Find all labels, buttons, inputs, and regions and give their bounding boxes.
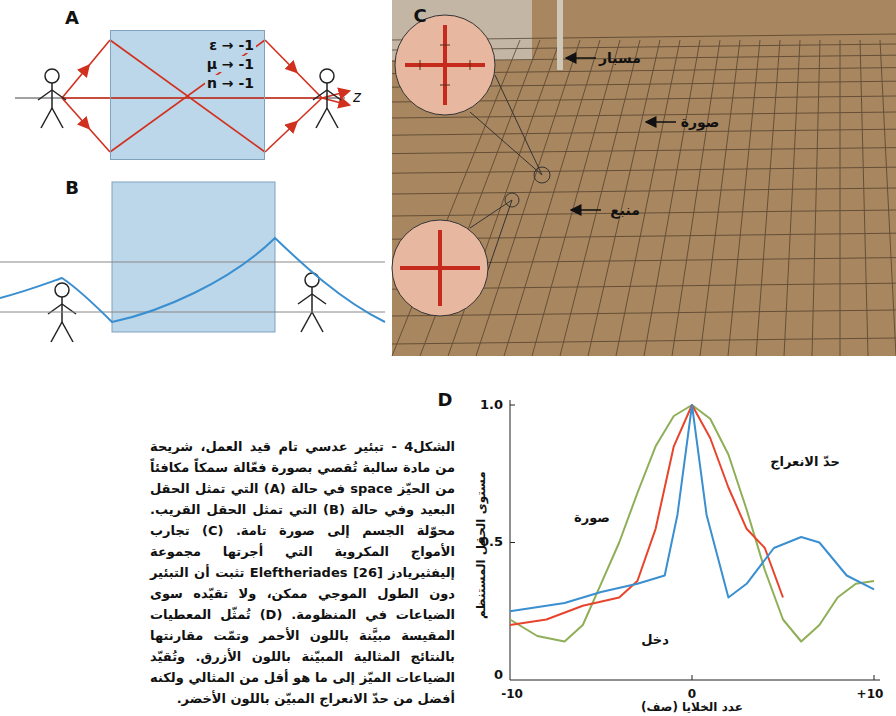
- measured-curve: [510, 405, 783, 625]
- slab-row: n → -1: [111, 73, 258, 92]
- cross-ticks: [420, 45, 470, 85]
- axis-title: عدد الخلايا (صف): [641, 700, 743, 714]
- inset-spot: [534, 167, 550, 183]
- photo-label: منبع: [610, 202, 640, 219]
- label-arrows: [566, 58, 676, 210]
- metamaterial-slab: ε → -1 μ → -1 n → -1: [110, 30, 265, 160]
- field-curve: [0, 238, 385, 322]
- tick-label: 1.0: [480, 397, 503, 413]
- tick-label: +10: [857, 687, 884, 701]
- curve-label: حدّ الانعراج: [770, 454, 840, 470]
- inset-leader: [495, 75, 542, 175]
- photo-ground: [392, 0, 896, 356]
- chart-curves: [510, 405, 874, 642]
- inset-spot: [505, 193, 519, 207]
- guide-line: [0, 262, 385, 263]
- inset-probe: [395, 15, 495, 115]
- curve-label: صورة: [574, 510, 610, 526]
- guide-line: [0, 312, 385, 313]
- tick-label: -10: [501, 687, 523, 701]
- probe-rod: [557, 0, 563, 70]
- person-figures: [38, 69, 341, 342]
- panel-letter: D: [438, 389, 453, 411]
- tick-label: 0: [494, 667, 503, 683]
- red-cross: [400, 230, 480, 306]
- axis-title: مستوى الحقل المستنظم: [474, 471, 488, 619]
- material-parameter: n → -1: [205, 75, 256, 91]
- stick-person: [38, 69, 66, 128]
- slab-row: ε → -1: [111, 35, 258, 54]
- tick-label: 0: [688, 687, 696, 701]
- figure-caption: الشكل4 - تبئير عدسي تام قيد العمل، شريحة…: [150, 436, 455, 709]
- stick-person: [313, 69, 341, 128]
- stick-person: [298, 273, 326, 332]
- panel-letter: A: [65, 7, 79, 29]
- slab-fill: [110, 30, 265, 160]
- material-parameter: μ → -1: [205, 56, 256, 72]
- panel-letter: B: [65, 177, 79, 199]
- inset-leader: [470, 200, 512, 228]
- x-axis: [510, 680, 880, 681]
- light-rays: [62, 40, 345, 152]
- y-axis: [510, 400, 511, 680]
- inset-source: [392, 220, 488, 316]
- inset-leader: [470, 112, 542, 175]
- photo-label: مسبار: [599, 50, 641, 67]
- axis-ticks: [510, 405, 874, 680]
- red-cross: [405, 25, 485, 105]
- material-parameter: ε → -1: [207, 37, 256, 53]
- axis-name: z: [353, 88, 361, 106]
- curve-label: دخل: [641, 632, 669, 648]
- panel-letter: C: [413, 5, 426, 27]
- photo-label: صورة: [681, 114, 720, 131]
- slab-row: μ → -1: [111, 54, 258, 73]
- ideal-curve: [510, 405, 874, 611]
- inset-leader: [488, 200, 512, 270]
- diffraction-curve: [510, 405, 874, 642]
- slab-near-field: [112, 182, 275, 332]
